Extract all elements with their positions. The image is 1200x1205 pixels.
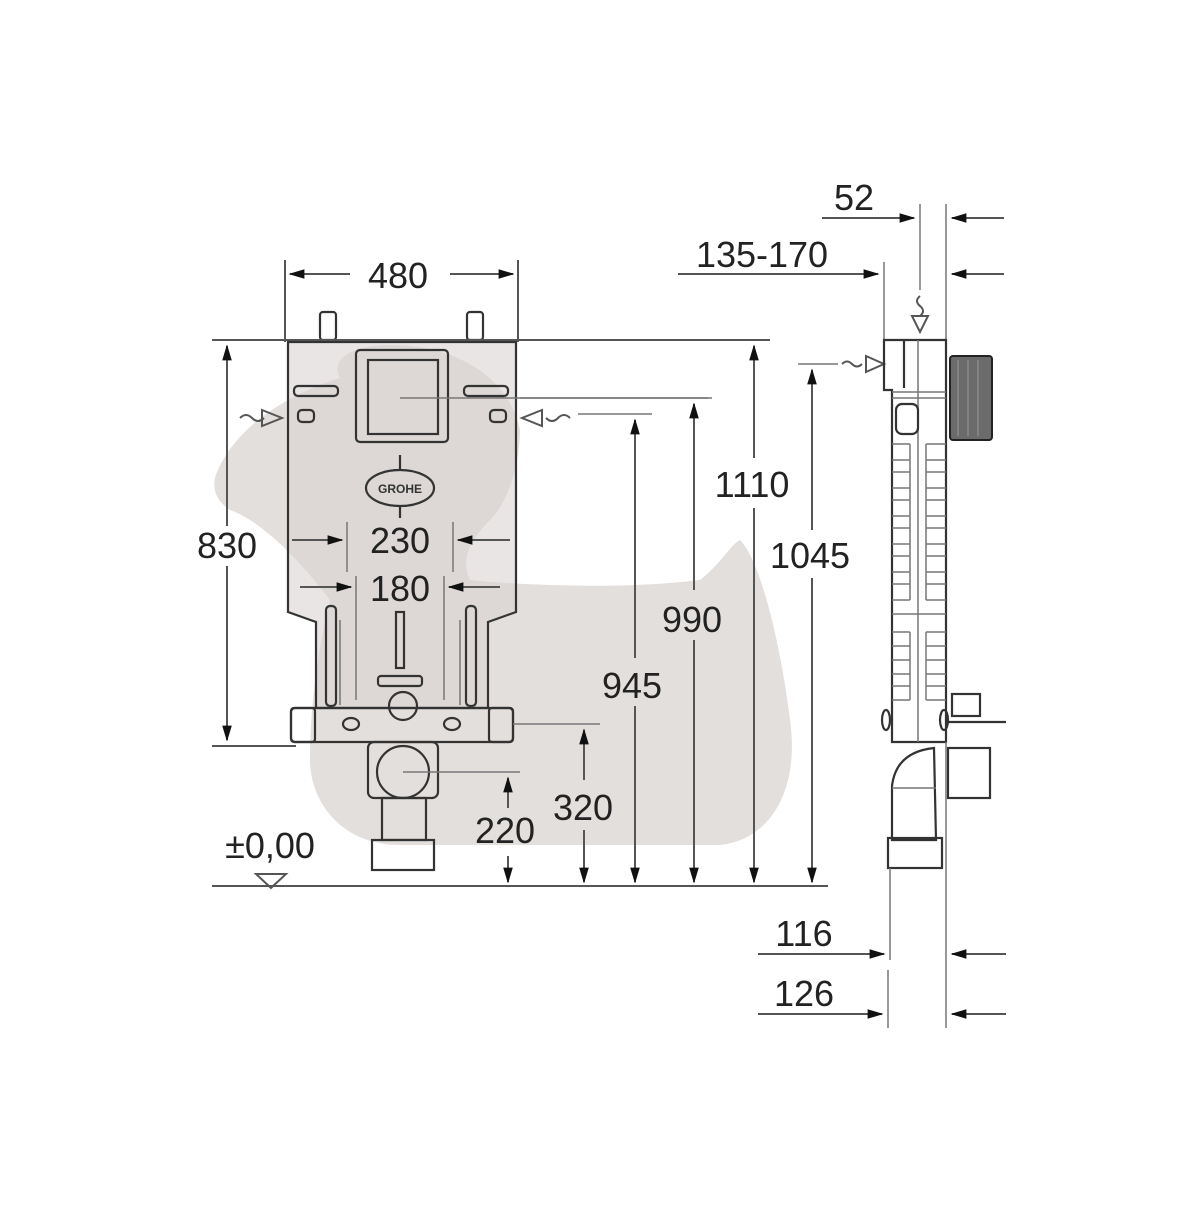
dim-1045: 1045	[770, 535, 850, 576]
dim-135-170: 135-170	[696, 234, 828, 275]
dim-116: 116	[775, 913, 832, 954]
front-view: 480 GROHE 230 180	[239, 255, 708, 872]
height-dimensions: 220 320 945 990 1110 1045	[475, 344, 850, 884]
dim-830: 830	[197, 525, 257, 566]
floor-level-label: ±0,00	[225, 825, 315, 866]
dim-180: 180	[370, 568, 430, 609]
floor-level: ±0,00	[212, 825, 828, 890]
dim-830-group: 830	[197, 339, 770, 747]
dim-52: 52	[834, 177, 874, 218]
side-ribs	[892, 443, 946, 701]
dim-320: 320	[553, 787, 613, 828]
dim-945: 945	[602, 665, 662, 706]
dim-990: 990	[662, 599, 722, 640]
dim-1110: 1110	[715, 464, 790, 505]
grohe-logo: GROHE	[378, 482, 422, 496]
dim-230: 230	[370, 520, 430, 561]
dim-width-480: 480	[368, 255, 428, 296]
dim-220: 220	[475, 810, 535, 851]
side-view: 52 135-170	[678, 177, 1006, 1028]
dim-126: 126	[774, 973, 834, 1014]
